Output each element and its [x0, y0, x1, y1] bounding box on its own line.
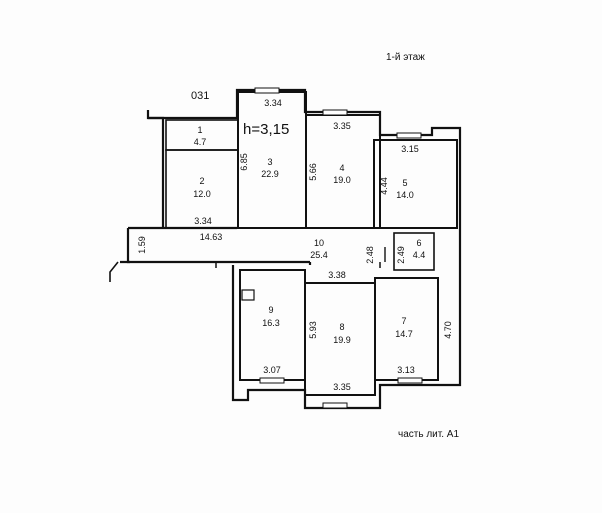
dim-left-room4: 5.66: [308, 163, 318, 181]
room-3-area: 22.9: [261, 169, 279, 179]
room-3-number: 3: [267, 157, 272, 167]
room-6-number: 6: [416, 238, 421, 248]
dim-left-room8: 5.93: [308, 321, 318, 339]
dim-bottom-room2: 3.34: [194, 216, 212, 226]
dim-right-room7: 4.70: [443, 321, 453, 339]
dim-corridor-length: 14.63: [200, 232, 223, 242]
dim-bottom-room7: 3.13: [397, 365, 415, 375]
floor-label: 1-й этаж: [386, 52, 425, 63]
dim-bottom-room8: 3.35: [333, 382, 351, 392]
room-4-number: 4: [339, 163, 344, 173]
room-5-area: 14.0: [396, 190, 414, 200]
dim-room6-height: 2.49: [396, 246, 406, 264]
room-9-number: 9: [268, 305, 273, 315]
dim-top-room4: 3.35: [333, 121, 351, 131]
room-2-area: 12.0: [193, 189, 211, 199]
room-4-area: 19.0: [333, 175, 351, 185]
dim-top-room5: 3.15: [401, 144, 419, 154]
room-2-number: 2: [199, 176, 204, 186]
room-7-area: 14.7: [395, 329, 413, 339]
room-5-outline: [373, 139, 458, 229]
dim-corridor-right: 2.48: [365, 246, 375, 264]
room-9-area: 16.3: [262, 318, 280, 328]
dim-left-room5: 4.44: [379, 177, 389, 195]
room-6-outline: [393, 232, 435, 271]
room-7-number: 7: [401, 316, 406, 326]
room-10-area: 25.4: [310, 250, 328, 260]
building-number: 031: [191, 90, 209, 102]
room-8-number: 8: [339, 322, 344, 332]
room-1-area: 4.7: [194, 137, 207, 147]
ceiling-height: h=3,15: [243, 121, 289, 138]
room-8-area: 19.9: [333, 335, 351, 345]
room-6-area: 4.4: [413, 250, 426, 260]
room-5-number: 5: [402, 178, 407, 188]
dim-top-room3: 3.34: [264, 98, 282, 108]
dim-bottom-room9: 3.07: [263, 365, 281, 375]
dim-corridor-width: 1.59: [137, 236, 147, 254]
part-label: часть лит. А1: [398, 429, 459, 440]
room-1-number: 1: [197, 125, 202, 135]
dim-left-room3: 6.85: [239, 153, 249, 171]
room-10-number: 10: [314, 238, 324, 248]
dim-top-room8: 3.38: [328, 270, 346, 280]
